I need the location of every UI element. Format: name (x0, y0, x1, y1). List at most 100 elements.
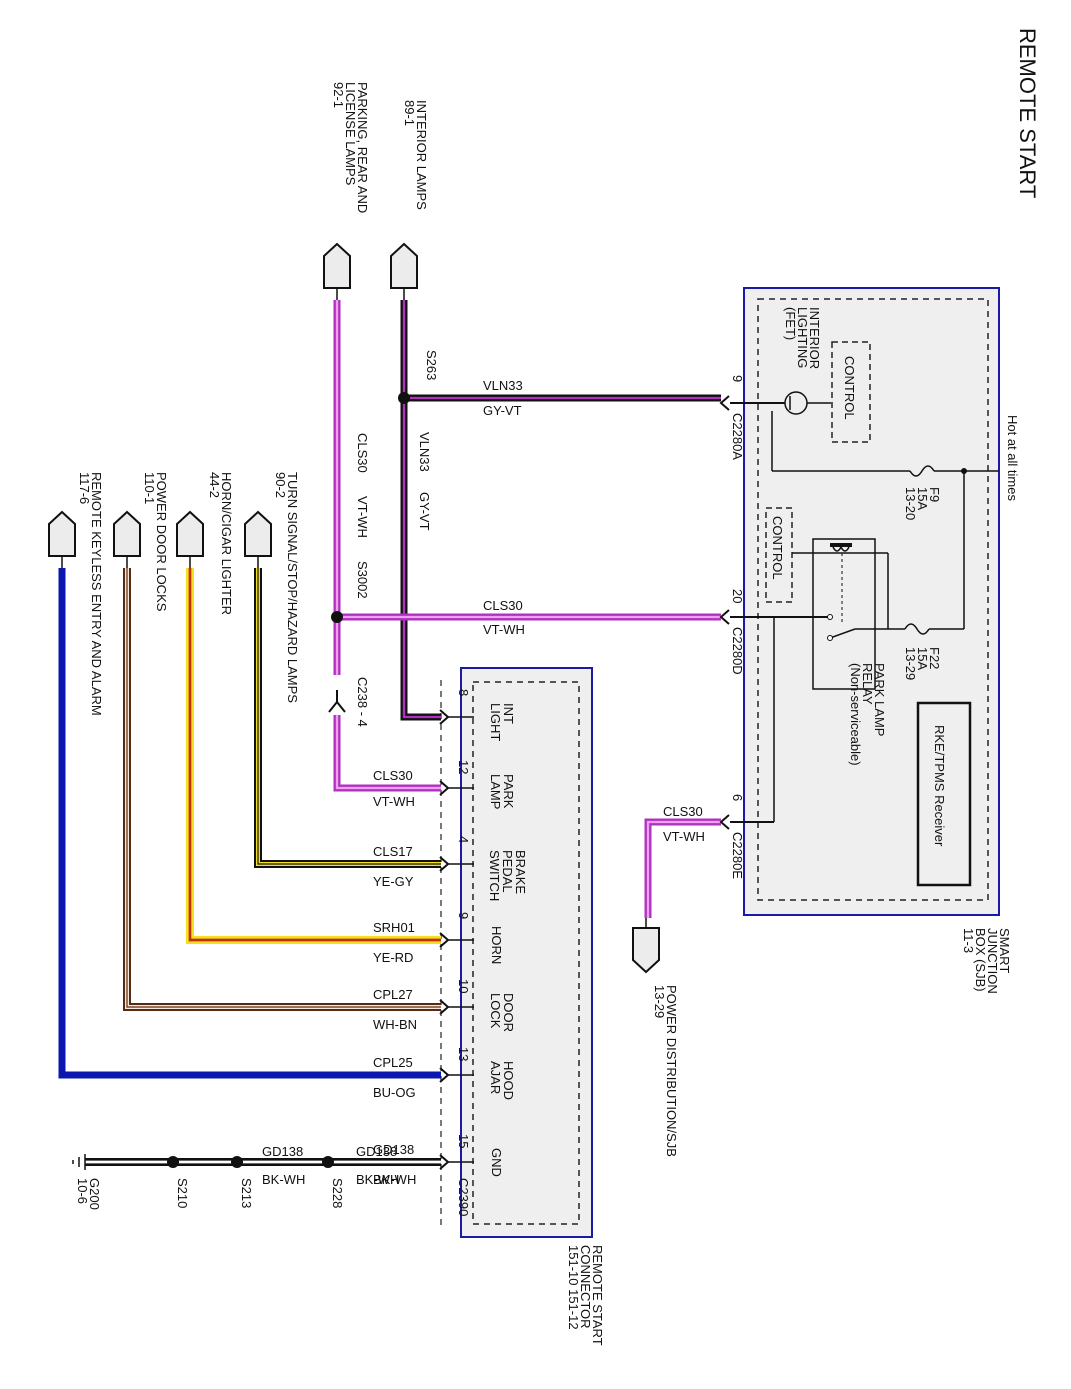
rsc-pin-9-color-label: YE-RD (373, 950, 413, 965)
rsc-pin-12-circuit-label: CLS30 (373, 768, 413, 783)
wire-cpl27-center (126, 568, 441, 1008)
inline-connector-c238-icon (328, 690, 346, 713)
rsc-pin-8-function-line: LIGHT (488, 703, 503, 741)
rsc-pin-4-number-line: 4 (456, 836, 471, 843)
splice-s263-dot (398, 392, 410, 404)
cls30-vertical-color-label: VT-WH (355, 496, 370, 538)
splice-s228-dot (322, 1156, 334, 1168)
rsc-pin-12-number: 12 (456, 760, 471, 774)
rsc-pin-12-arrow (439, 780, 450, 796)
wires (58, 300, 721, 1170)
wire-srh01-stripe (188, 568, 441, 942)
ref-horn (176, 510, 204, 557)
rsc-pin-15-function: GND (489, 1148, 504, 1177)
ground-g200-label-line: G200 (87, 1178, 102, 1210)
ground-icon (72, 1154, 86, 1170)
f22-line: 13-29 (903, 647, 918, 680)
wire-cpl25 (58, 568, 441, 1079)
sjb-pin-6-arrow (719, 814, 730, 830)
sjb-pin-9-connector-line: C2280A (730, 413, 745, 460)
rsc-pin-9-arrow (439, 932, 450, 948)
sjb-pin-9-connector: C2280A (730, 413, 745, 460)
ref-rke-label-line: 117-6 (77, 472, 92, 504)
vln33-vertical-circuit-label: VLN33 (417, 432, 432, 472)
relay-coil-icon (832, 545, 850, 552)
sjb-pin-9-arrow (719, 395, 730, 411)
rsc-pin-12-function-line: LAMP (488, 774, 503, 809)
rsc-pin-15-arrow (439, 1154, 450, 1170)
sjb-name-line-line: SMART (997, 928, 1012, 973)
ref-horn-label-line: 44-2 (207, 472, 222, 498)
rsc-pin-4-function-line: SWITCH (487, 850, 502, 901)
rsc-pin-15-circuit-label: GD138 (373, 1142, 414, 1157)
connector-pins: 9C2280A20C2280D6C2280E8INTLIGHT12PARKLAM… (328, 375, 745, 1216)
rsc-pin-13-arrow (439, 1067, 450, 1083)
sjb-pin-20-connector: C2280D (730, 627, 745, 675)
sjb-pin-6-connector-line: C2280E (730, 832, 745, 879)
ref-rke (48, 510, 76, 557)
ref-turn-signal (244, 510, 272, 557)
f22-line: 15A (915, 647, 930, 670)
rsc-pin-4-arrow (439, 856, 450, 872)
control-1-label: CONTROL (842, 356, 857, 420)
splice-s210-label-line: S210 (175, 1178, 190, 1208)
rsc-pin-10-number-line: 10 (456, 979, 471, 993)
f9-line: 15A (915, 487, 930, 510)
splice-s210-dot (167, 1156, 179, 1168)
rsc-pin-15-number: 15 (456, 1134, 471, 1148)
splice-s228-label-line: S228 (330, 1178, 345, 1208)
ref-rke-label-line: REMOTE KEYLESS ENTRY AND ALARM (89, 472, 104, 716)
rsc-pin-13-circuit-label: CPL25 (373, 1055, 413, 1070)
sjb-pin-6-connector: C2280E (730, 832, 745, 879)
sjb-pin-20-number-line: 20 (730, 589, 745, 603)
rsc-pin-9-circuit-label: SRH01 (373, 920, 415, 935)
cls30-vertical-color-label-line: VT-WH (355, 496, 370, 538)
rsc-pin-8-number: 8 (456, 689, 471, 696)
rsc-pin-10-number: 10 (456, 979, 471, 993)
rsc-pin-4-number: 4 (456, 836, 471, 843)
vln33-vertical-color-label-line: GY-VT (417, 492, 432, 531)
rsc-pin-13-color-label: BU-OG (373, 1085, 416, 1100)
ref-parking-lamps-label-line: LICENSE LAMPS (343, 82, 358, 186)
rsc-pin-8-number-line: 8 (456, 689, 471, 696)
splice-s263-label: S263 (424, 350, 439, 380)
rsc-pin-15-number-line: 15 (456, 1134, 471, 1148)
f9-line: 13-20 (903, 487, 918, 520)
rsc-name-line: REMOTE START (590, 1245, 605, 1346)
sjb-name-line-line: 11-3 (961, 928, 976, 953)
rsc-pin-4-color-label: YE-GY (373, 874, 414, 889)
remote-start-connector[interactable] (440, 667, 593, 1238)
ref-power-distribution (632, 927, 660, 974)
connector-c2390-label-line: C2390 (456, 1178, 471, 1216)
rsc-pin-9-number: 9 (456, 912, 471, 919)
hot-at-all-times-label: Hot at all times (1005, 415, 1020, 501)
ref-door-locks-label-line: 110-1 (142, 472, 157, 504)
fuse-f9-icon (909, 465, 935, 477)
rsc-pin-9-function: HORN (489, 926, 504, 964)
relay-line: RELAY (860, 663, 875, 705)
inline-connector-c238-label: C238 - 4 (355, 677, 370, 727)
splice-s213-dot (231, 1156, 243, 1168)
wire-vln33-vertical-stripe (402, 300, 441, 719)
splice-s3002-label-line: S3002 (355, 561, 370, 599)
rsc-pin-10-function-line: LOCK (488, 993, 503, 1029)
smart-junction-box[interactable] (743, 287, 1000, 916)
sjb-pin-6-number-line: 6 (730, 794, 745, 801)
ref-interior-lamps (390, 242, 418, 289)
ref-power-distribution-label-line: 13-29 (652, 985, 667, 1018)
splice-s213-label-line: S213 (239, 1178, 254, 1208)
rsc-pin-4-circuit-label: CLS17 (373, 844, 413, 859)
